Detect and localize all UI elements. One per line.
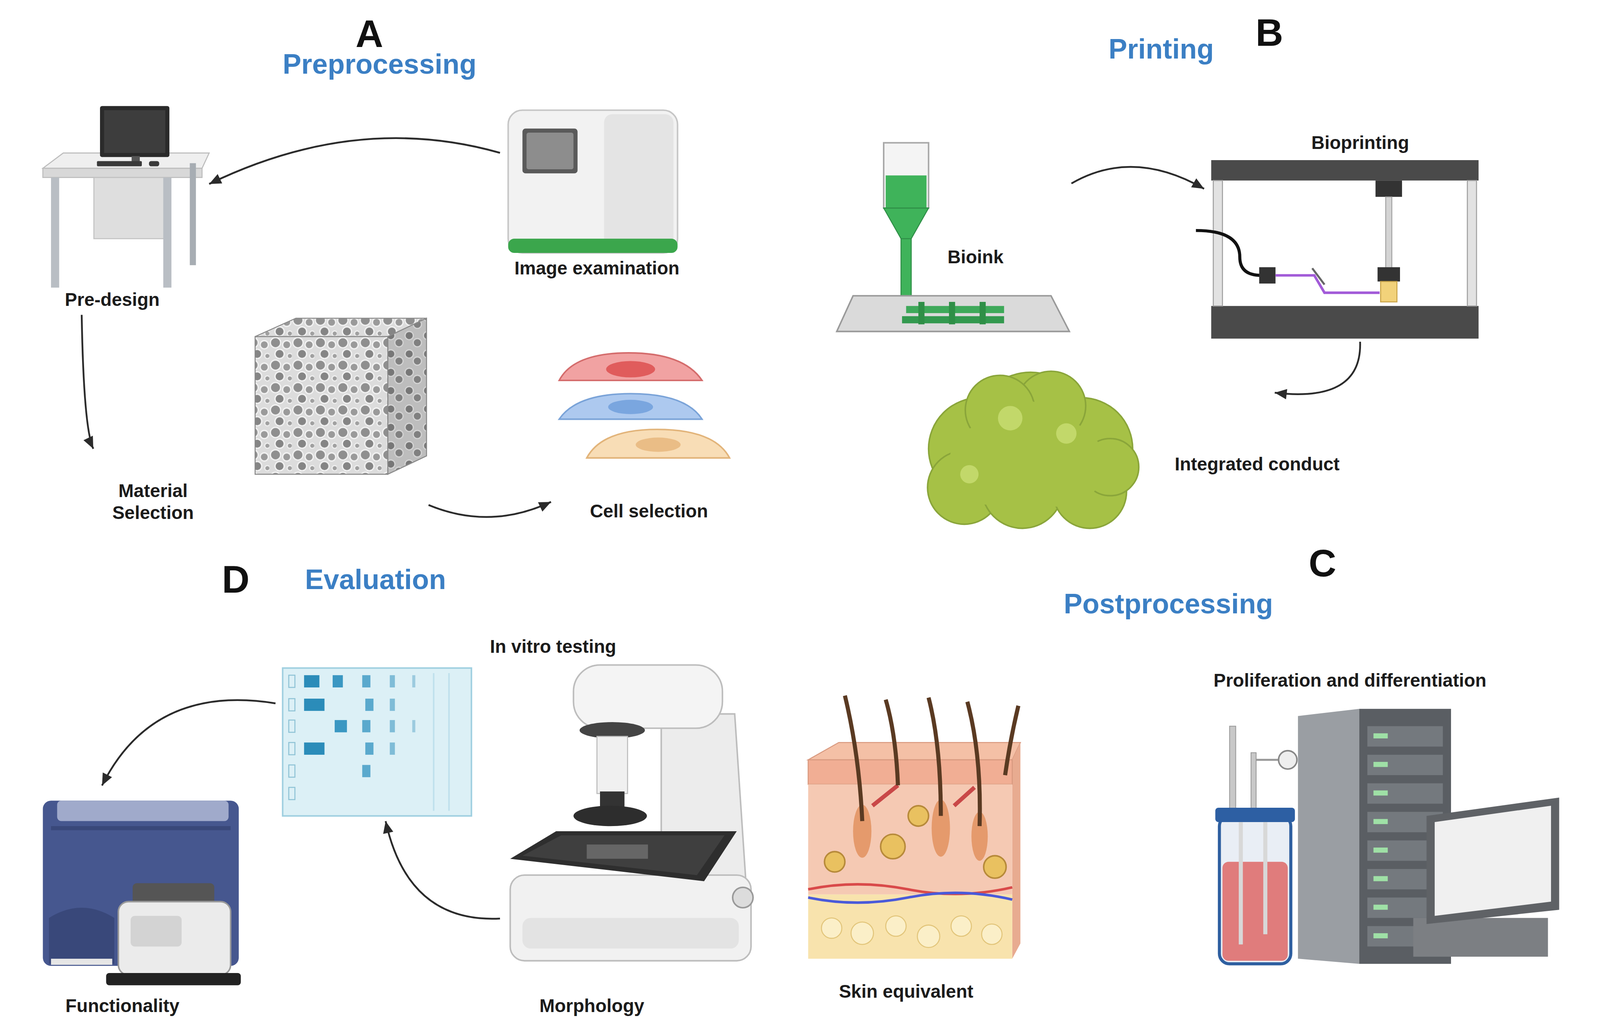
- step-label: Morphology: [539, 995, 645, 1018]
- morphology-step: Morphology: [500, 831, 755, 1022]
- analyzer-instrument: [43, 800, 242, 986]
- arrow-head-to: [537, 501, 551, 512]
- arrow-head-to: [1274, 389, 1288, 400]
- flow-arrow: [101, 700, 276, 786]
- step-label: In vitro testing: [490, 635, 617, 658]
- step-label: Functionality: [65, 995, 180, 1018]
- skin-model: [807, 695, 1021, 959]
- computer-desk: [43, 105, 210, 288]
- flow-arrow: [209, 138, 500, 185]
- material-step: Material Selection: [93, 318, 429, 531]
- flow-arrow: [81, 315, 94, 450]
- tissue-construct: [927, 371, 1139, 529]
- bioink-syringe: [836, 143, 1070, 332]
- flow-arrow: [385, 821, 500, 920]
- panel-letter: B: [1255, 10, 1283, 55]
- cell-step: Cell selection: [550, 341, 735, 529]
- panel-letter: C: [1308, 541, 1337, 586]
- flow-arrow: [428, 501, 551, 518]
- section-heading: Preprocessing: [282, 48, 477, 81]
- section-heading: Postprocessing: [1063, 588, 1273, 620]
- microscope: [510, 665, 754, 962]
- step-label: Proliferation and differentiation: [1213, 669, 1487, 692]
- arrow-head-to: [383, 821, 394, 835]
- flow-arrow: [1071, 166, 1204, 189]
- step-label: Pre-design: [64, 288, 160, 311]
- arrow-head-to: [1191, 178, 1204, 189]
- arrow-head-to: [209, 174, 223, 185]
- imaging-step: Image examination: [500, 101, 695, 284]
- cells: [559, 352, 730, 459]
- porous-scaffold: [254, 318, 427, 475]
- construct-step: Integrated conduct: [923, 392, 1358, 531]
- section-heading: Printing: [1108, 33, 1214, 65]
- bioreactor-station: [1215, 709, 1559, 965]
- step-label: Skin equivalent: [839, 980, 974, 1003]
- step-label: Integrated conduct: [1174, 453, 1340, 476]
- bioprinting-step: Bioprinting: [1203, 127, 1485, 342]
- imaging-device: [507, 110, 678, 254]
- step-label: Cell selection: [590, 500, 709, 523]
- bioprinter: [1196, 160, 1479, 339]
- functionality-step: Functionality: [35, 785, 246, 1023]
- gel-plate: [282, 668, 472, 816]
- section-heading: Evaluation: [305, 563, 447, 596]
- step-label: Material Selection: [97, 480, 209, 524]
- in-vitro-step: In vitro testing: [275, 631, 638, 822]
- culture-step: Proliferation and differentiation: [1183, 663, 1567, 991]
- step-label: Bioprinting: [1311, 131, 1409, 154]
- panel-letter: D: [221, 557, 250, 602]
- step-label: Image examination: [514, 257, 680, 280]
- bioink-step: Bioink: [831, 137, 1072, 337]
- arrow-head-to: [83, 435, 94, 450]
- pre-design-step: Pre-design: [35, 101, 210, 315]
- arrow-head-to: [101, 772, 112, 786]
- skin-model-step: Skin equivalent: [796, 688, 1026, 1011]
- flow-arrow: [1274, 341, 1361, 395]
- step-label: Bioink: [947, 246, 1004, 269]
